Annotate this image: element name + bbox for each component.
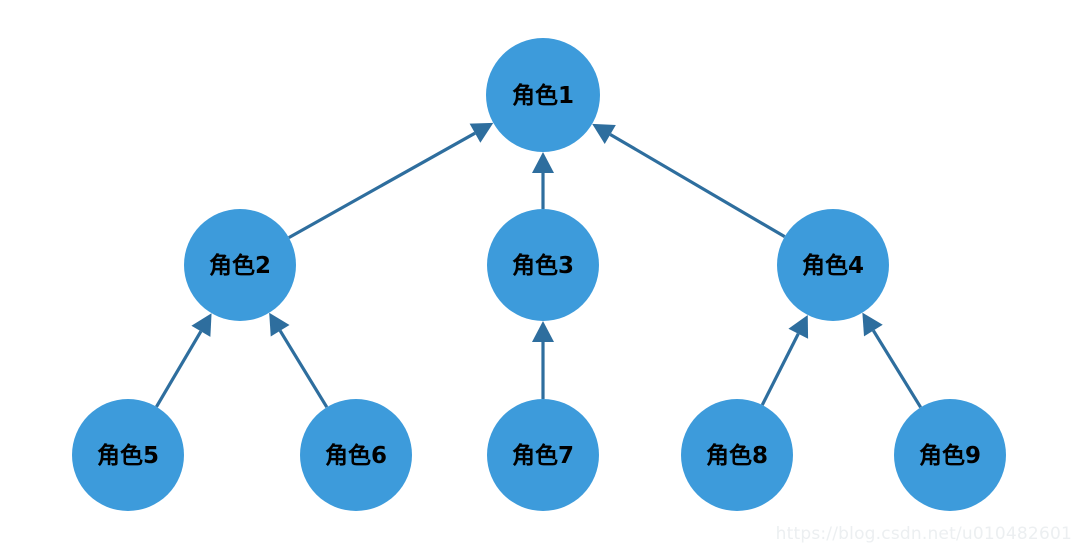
edge-line: [872, 329, 923, 409]
edge-arrowhead: [191, 313, 212, 337]
node-n2[interactable]: 角色2: [184, 209, 296, 321]
edge-arrowhead: [592, 123, 616, 144]
node-n9[interactable]: 角色9: [894, 399, 1006, 511]
edge-arrowhead: [532, 152, 554, 173]
node-label: 角色2: [209, 252, 271, 279]
node-circle[interactable]: [894, 399, 1006, 511]
edge-n2-to-n1: [288, 122, 494, 239]
edge-line: [760, 333, 800, 406]
edge-n8-to-n4: [760, 314, 809, 406]
edge-line: [288, 131, 476, 239]
node-circle[interactable]: [184, 209, 296, 321]
edge-n3-to-n1: [532, 152, 554, 209]
node-n8[interactable]: 角色8: [681, 399, 793, 511]
edge-arrowhead: [269, 312, 290, 337]
node-n5[interactable]: 角色5: [72, 399, 184, 511]
edge-line: [609, 133, 786, 239]
node-label: 角色3: [512, 252, 574, 279]
node-circle[interactable]: [777, 209, 889, 321]
node-circle[interactable]: [486, 38, 600, 152]
node-label: 角色6: [325, 442, 387, 469]
node-circle[interactable]: [681, 399, 793, 511]
node-label: 角色7: [512, 442, 574, 469]
node-label: 角色5: [97, 442, 159, 469]
node-label: 角色1: [512, 82, 574, 109]
edge-arrowhead: [862, 312, 883, 337]
node-n1[interactable]: 角色1: [486, 38, 600, 152]
edge-arrowhead: [469, 122, 494, 143]
edge-line: [278, 329, 329, 409]
node-n7[interactable]: 角色7: [487, 399, 599, 511]
node-n6[interactable]: 角色6: [300, 399, 412, 511]
edge-n6-to-n2: [269, 312, 329, 409]
node-n3[interactable]: 角色3: [487, 209, 599, 321]
node-circle[interactable]: [487, 209, 599, 321]
node-label: 角色9: [919, 442, 981, 469]
node-circle[interactable]: [487, 399, 599, 511]
edge-arrowhead: [788, 314, 809, 339]
node-n4[interactable]: 角色4: [777, 209, 889, 321]
node-label: 角色4: [802, 252, 864, 279]
node-label: 角色8: [706, 442, 768, 469]
edge-arrowhead: [532, 321, 554, 342]
edge-n4-to-n1: [592, 123, 786, 239]
edge-n9-to-n4: [862, 312, 923, 409]
watermark-text: https://blog.csdn.net/u010482601: [775, 524, 1072, 544]
node-circle[interactable]: [72, 399, 184, 511]
edge-n5-to-n2: [155, 313, 212, 408]
edge-line: [155, 330, 203, 408]
edge-layer: [155, 122, 923, 409]
node-circle[interactable]: [300, 399, 412, 511]
node-layer: 角色1 角色2 角色3 角色4 角色5 角色6 角色7 角色8 角色9: [72, 38, 1006, 511]
edge-n7-to-n3: [532, 321, 554, 399]
